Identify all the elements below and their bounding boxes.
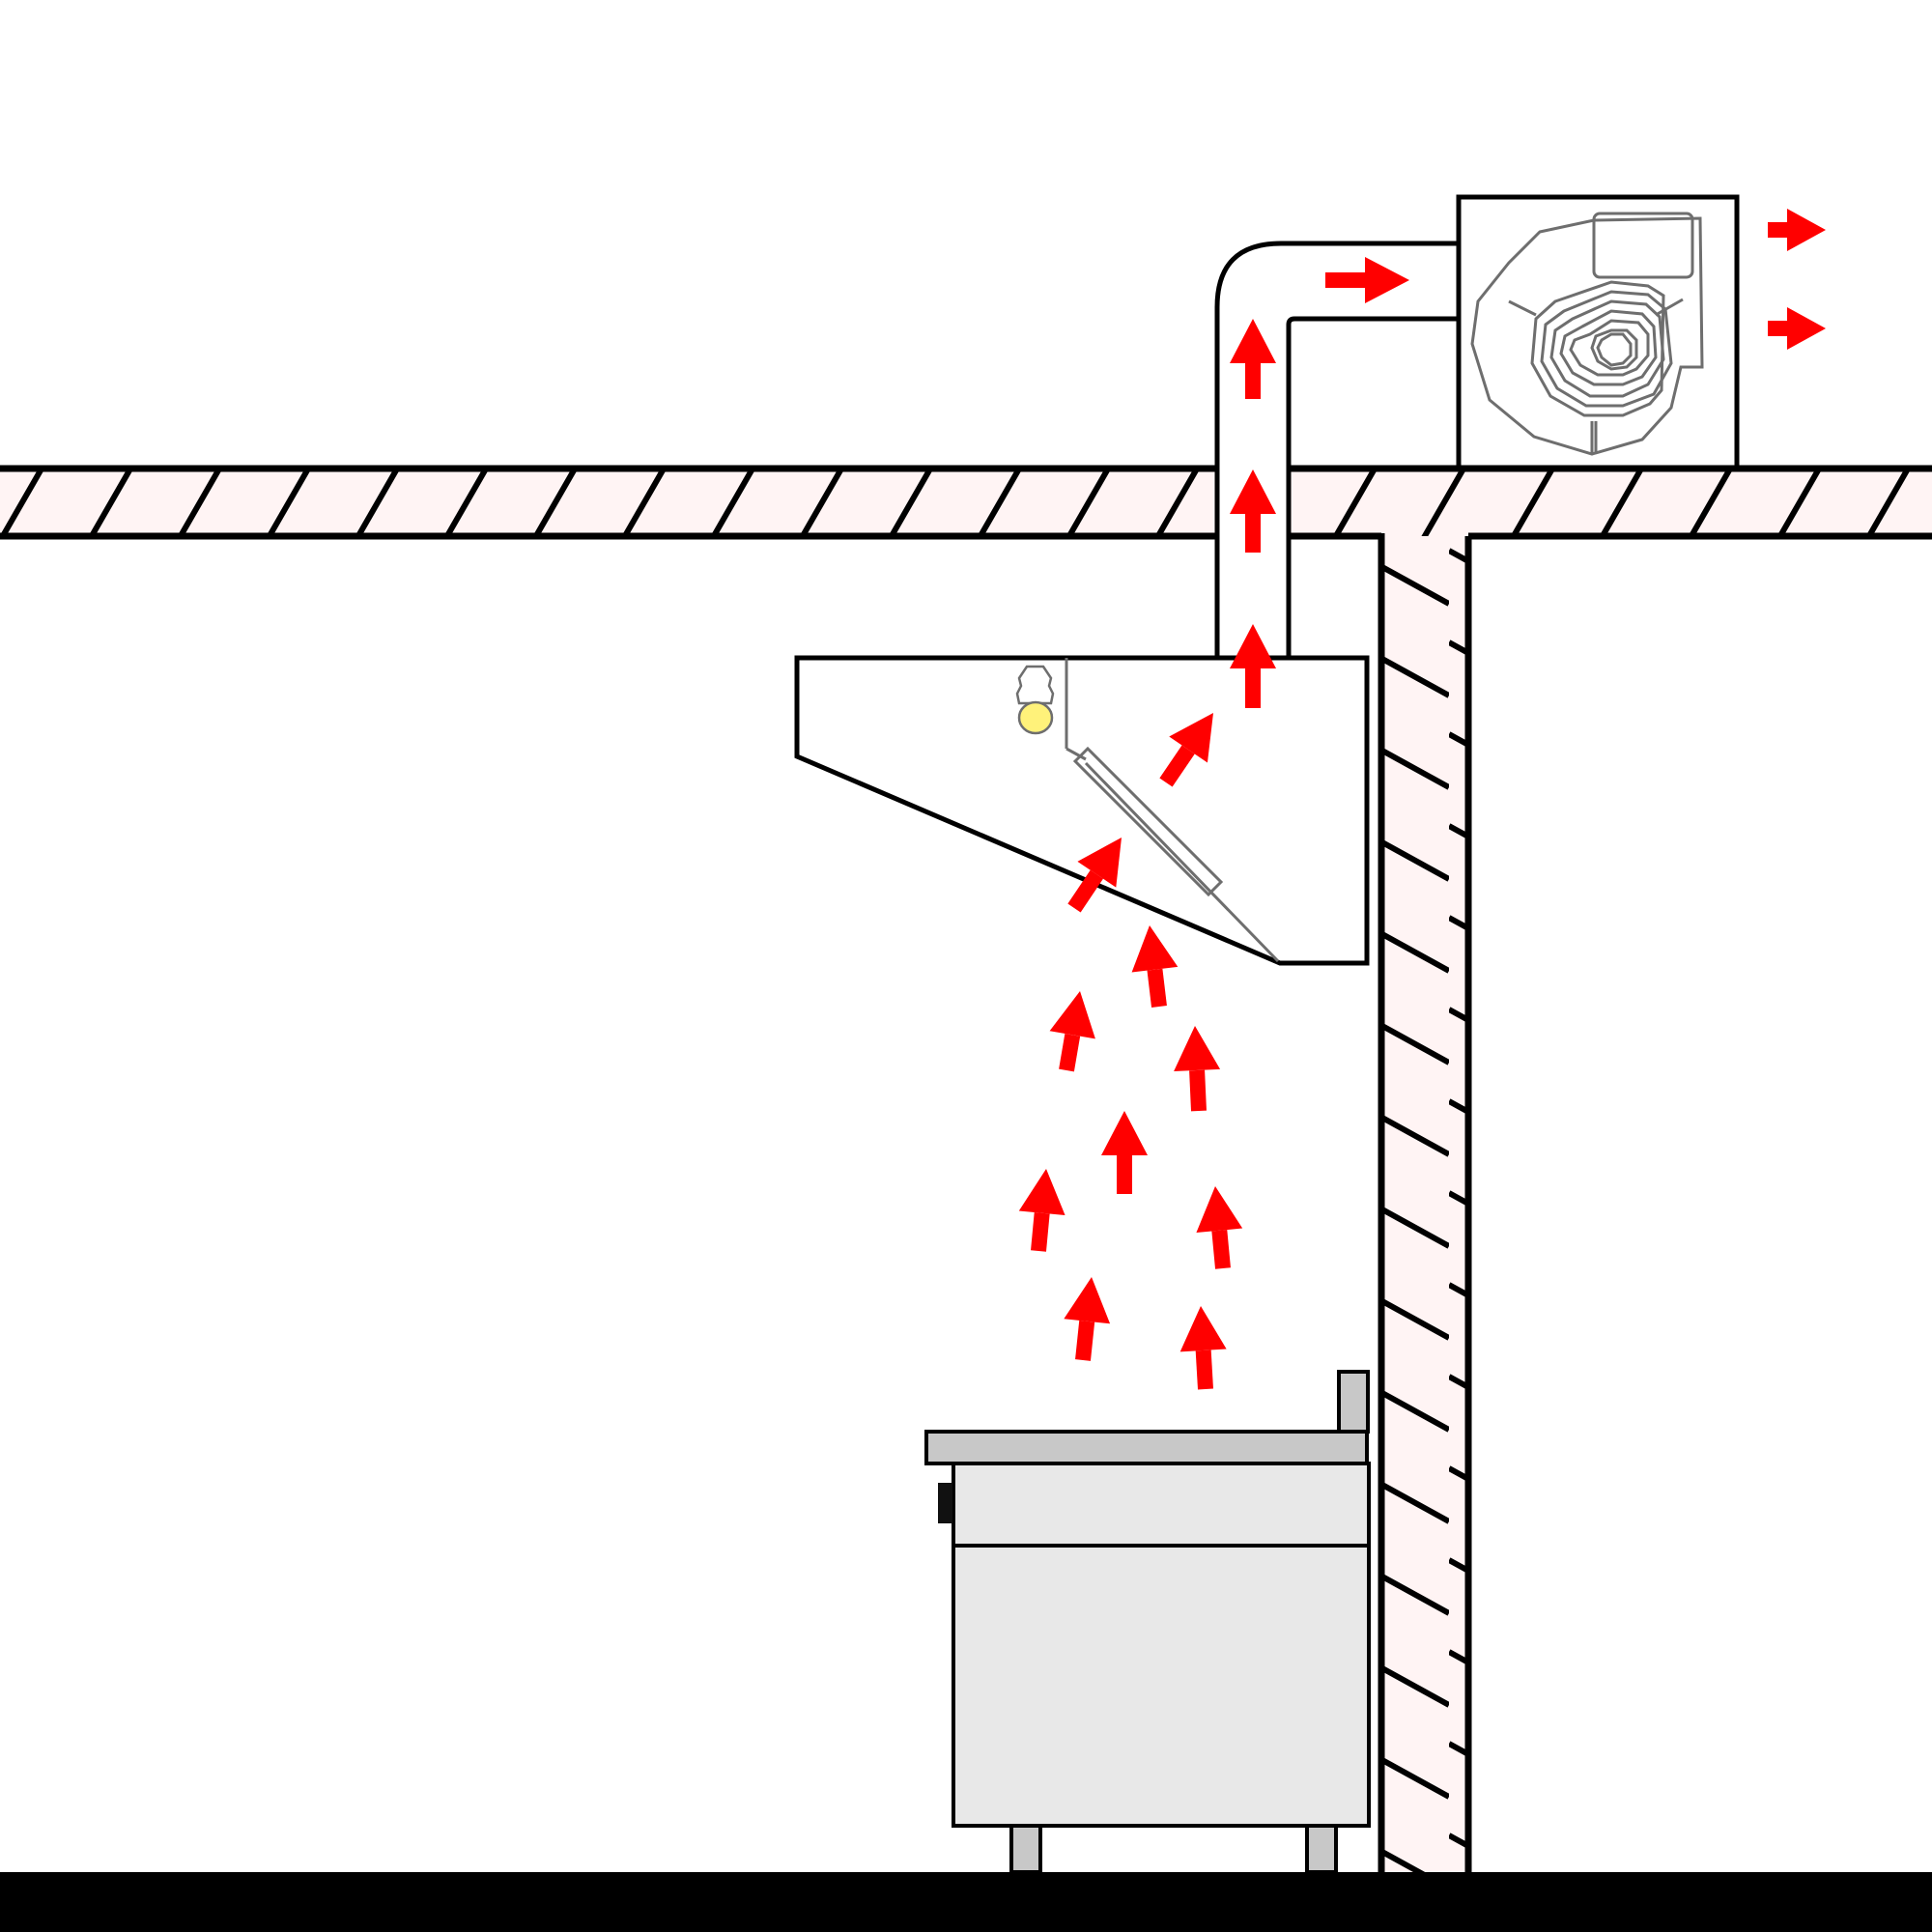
airflow-arrows <box>1018 209 1826 1390</box>
appliance-worktop <box>924 1430 1369 1465</box>
airflow-arrow <box>1159 713 1213 787</box>
airflow-arrow <box>1067 838 1122 913</box>
canopy-hood <box>794 655 1370 966</box>
airflow-arrow <box>1325 257 1409 303</box>
airflow-arrow <box>1768 209 1826 251</box>
airflow-arrow <box>1049 991 1095 1072</box>
airflow-arrow <box>1179 1306 1227 1390</box>
appliance-backsplash <box>1337 1370 1370 1434</box>
cooking-appliance <box>924 1370 1371 1874</box>
airflow-arrow <box>1230 319 1276 399</box>
centrifugal-fan-icon <box>1470 212 1704 456</box>
airflow-arrow <box>1101 1111 1148 1194</box>
airflow-arrow <box>1230 624 1276 708</box>
control-knob <box>938 1483 952 1523</box>
appliance-body <box>952 1544 1371 1828</box>
airflow-arrow <box>1230 469 1276 553</box>
airflow-arrow <box>1018 1169 1065 1252</box>
appliance-leg-right <box>1305 1824 1338 1874</box>
airflow-arrow <box>1768 307 1826 350</box>
airflow-arrow <box>1064 1277 1111 1361</box>
appliance-leg-left <box>1009 1824 1042 1874</box>
light-bulb-icon <box>1015 665 1055 735</box>
roof-fan-unit <box>1456 194 1740 470</box>
airflow-arrow <box>1196 1186 1243 1269</box>
ceiling-slab <box>0 465 1932 540</box>
airflow-arrow <box>1174 1026 1221 1112</box>
partition-wall <box>1378 533 1472 1874</box>
floor <box>0 1872 1932 1932</box>
grease-filter <box>1072 746 1280 963</box>
airflow-arrow <box>1131 925 1179 1008</box>
appliance-upper-panel <box>952 1462 1371 1548</box>
